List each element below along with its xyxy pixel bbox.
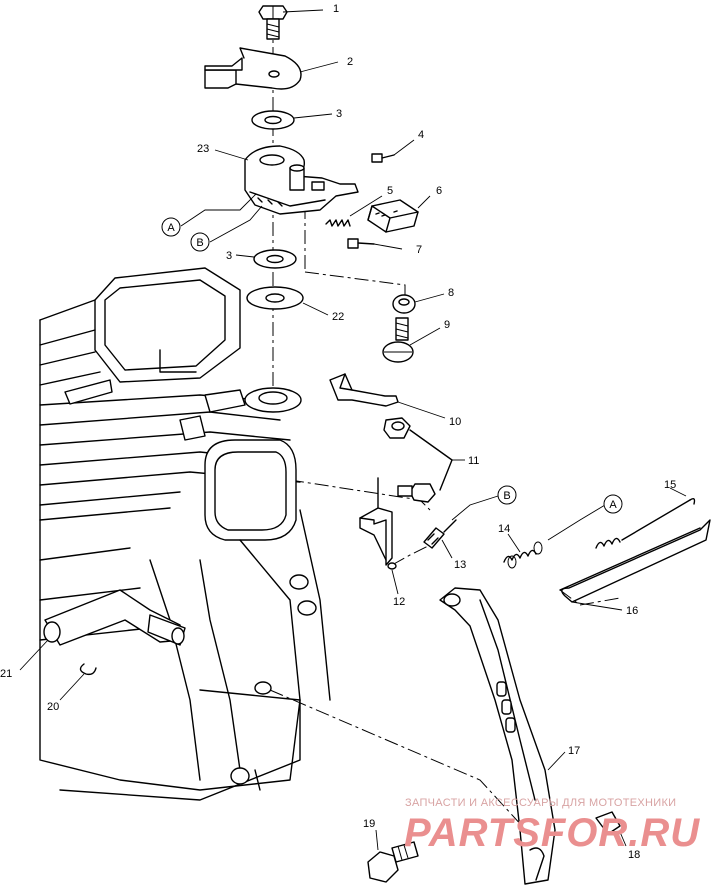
- part-8-nut: [392, 294, 416, 314]
- callout-18: 18: [628, 849, 640, 861]
- marker-b-upper: B: [190, 232, 210, 252]
- callout-17: 17: [568, 745, 580, 757]
- watermark-tagline: ЗАПЧАСТИ И АКСЕССУАРЫ ДЛЯ МОТОТЕХНИКИ: [405, 797, 676, 809]
- part-2-plate: [204, 47, 302, 90]
- assembly-axis-lines: [269, 22, 621, 841]
- part-1-bolt: [258, 5, 288, 40]
- callout-6: 6: [436, 185, 442, 197]
- part-19-bolt: [367, 841, 419, 883]
- marker-label: A: [609, 499, 617, 511]
- watermark: ЗАПЧАСТИ И АКСЕССУАРЫ ДЛЯ МОТОТЕХНИКИ PA…: [404, 797, 700, 855]
- callout-12: 12: [393, 596, 405, 608]
- marker-a-lower: A: [603, 494, 623, 514]
- part-10-bracket: [329, 373, 399, 407]
- callout-20: 20: [47, 701, 59, 713]
- callout-22: 22: [332, 311, 344, 323]
- part-3-washer-upper: [251, 110, 295, 130]
- marker-a-upper: A: [161, 217, 181, 237]
- callout-13: 13: [454, 559, 466, 571]
- marker-label: B: [196, 237, 203, 249]
- callout-15: 15: [664, 479, 676, 491]
- callout-2: 2: [347, 56, 353, 68]
- leader-lines: [19, 9, 687, 851]
- callout-1: 1: [333, 3, 339, 15]
- part-6-switch: [367, 199, 419, 233]
- part-15-spring: [595, 497, 696, 549]
- callout-3: 3: [336, 108, 342, 120]
- marker-label: B: [503, 490, 510, 502]
- part-23-lever-assembly: [244, 145, 359, 215]
- callout-10: 10: [449, 416, 461, 428]
- callout-8: 8: [448, 287, 454, 299]
- callout-23: 23: [197, 143, 209, 155]
- callout-5: 5: [387, 185, 393, 197]
- part-5-spring: [325, 219, 351, 227]
- callout-14: 14: [498, 523, 510, 535]
- part-7-screw: [347, 238, 375, 249]
- marker-b-lower: B: [497, 485, 517, 505]
- callout-9: 9: [444, 319, 450, 331]
- part-3-washer-lower: [253, 249, 297, 269]
- part-18-clip: [595, 811, 621, 835]
- callout-4: 4: [418, 129, 424, 141]
- part-13-cable-end: [423, 519, 457, 549]
- engine-block: [39, 267, 331, 801]
- watermark-logo: PARTSFOR.RU: [404, 811, 700, 855]
- callout-7: 7: [416, 244, 422, 256]
- callout-16: 16: [626, 605, 638, 617]
- callout-11: 11: [468, 455, 479, 467]
- callout-3b: 3: [226, 250, 232, 262]
- callout-21: 21: [0, 668, 12, 680]
- part-9-bolt: [382, 317, 414, 363]
- part-16-rod: [559, 519, 711, 603]
- callout-numbers: 1 2 3 4 23 5 6 7 3 8 22 9 10 11 15 14 13…: [0, 3, 676, 861]
- reference-markers: A B B A: [161, 217, 623, 514]
- part-22-washer: [246, 286, 304, 310]
- part-14-spring: [503, 541, 543, 569]
- part-12-bracket: [359, 477, 397, 570]
- part-4-screw: [371, 153, 395, 163]
- marker-label: A: [167, 222, 175, 234]
- part-17-arm: [439, 587, 556, 885]
- callout-19: 19: [363, 818, 375, 830]
- part-11-bolts: [383, 417, 453, 503]
